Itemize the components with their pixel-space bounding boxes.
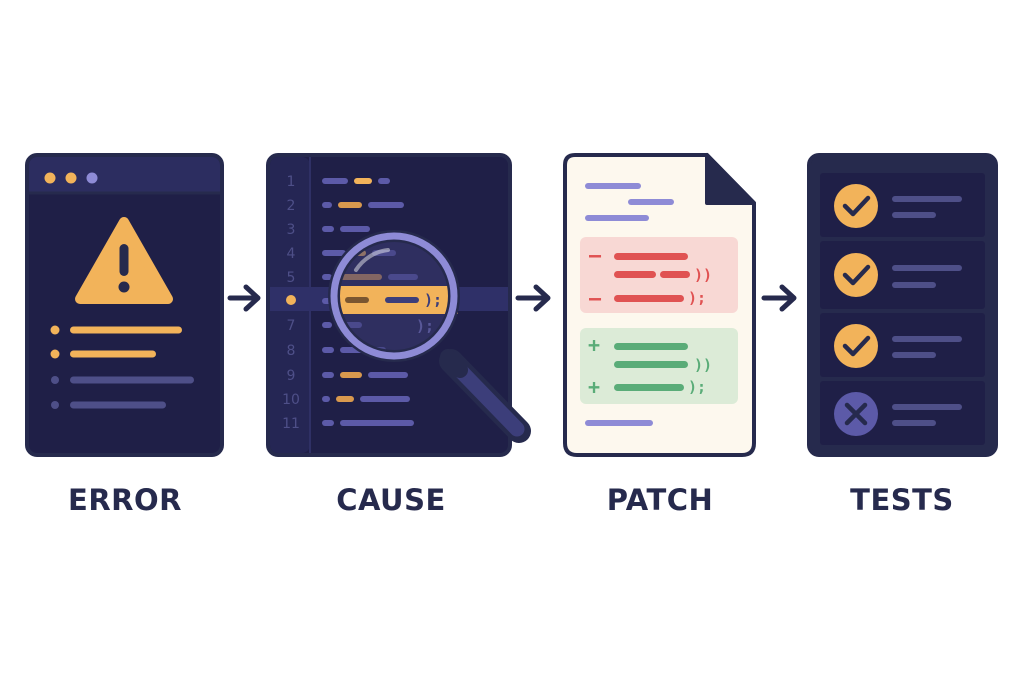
code-punctuation: )) (694, 266, 712, 284)
arrow-right-icon (761, 284, 797, 312)
x-icon (834, 392, 878, 436)
window-dot-2 (65, 172, 77, 184)
line-number: 3 (287, 222, 296, 238)
stage-label-cause: CAUSE (336, 483, 446, 517)
line-number: 9 (287, 368, 296, 384)
stage-label-tests: TESTS (850, 483, 954, 517)
tests-panel (807, 153, 998, 457)
line-number: 4 (287, 246, 296, 262)
error-panel (25, 153, 224, 457)
stage-label-patch: PATCH (607, 483, 714, 517)
code-punctuation: ); (424, 291, 442, 309)
line-number: 10 (282, 392, 300, 408)
warning-triangle-icon (75, 217, 173, 304)
test-row (820, 381, 985, 445)
removed-lines-block: – )) – ); (580, 237, 738, 313)
window-dot-3 (86, 172, 98, 184)
line-number: 7 (287, 318, 296, 334)
window-dot-1 (44, 172, 56, 184)
window-controls (44, 172, 98, 184)
code-punctuation: )) (694, 356, 712, 374)
added-sign: + (588, 333, 600, 357)
arrow-right-icon (515, 284, 551, 312)
added-sign: + (588, 375, 600, 399)
line-number: 8 (287, 343, 296, 359)
check-icon (834, 184, 878, 228)
line-number-gutter: 1 2 3 4 5 7 8 9 10 11 (282, 174, 300, 432)
context-lines (585, 183, 674, 426)
arrow-right-icon (227, 284, 261, 312)
magnifying-glass-icon: ); (328, 230, 531, 443)
code-punctuation: ); (688, 378, 706, 396)
removed-sign: – (589, 286, 602, 310)
line-number: 2 (287, 198, 296, 214)
line-number: 5 (287, 270, 296, 286)
test-row (820, 313, 985, 377)
patch-panel: – )) – ); + )) + ); (563, 153, 756, 457)
removed-sign: – (589, 243, 602, 267)
stage-label-error: ERROR (68, 483, 182, 517)
code-punctuation: ); (688, 289, 706, 307)
line-number: 11 (282, 416, 300, 432)
check-icon (834, 253, 878, 297)
test-row (820, 173, 985, 237)
added-lines-block: + )) + ); (580, 328, 738, 404)
cause-panel: 1 2 3 4 5 7 8 9 10 11 (266, 153, 531, 457)
check-icon (834, 324, 878, 368)
line-number: 1 (287, 174, 296, 190)
error-log-lines (50, 325, 194, 409)
test-row (820, 241, 985, 309)
breakpoint-dot (286, 295, 296, 305)
